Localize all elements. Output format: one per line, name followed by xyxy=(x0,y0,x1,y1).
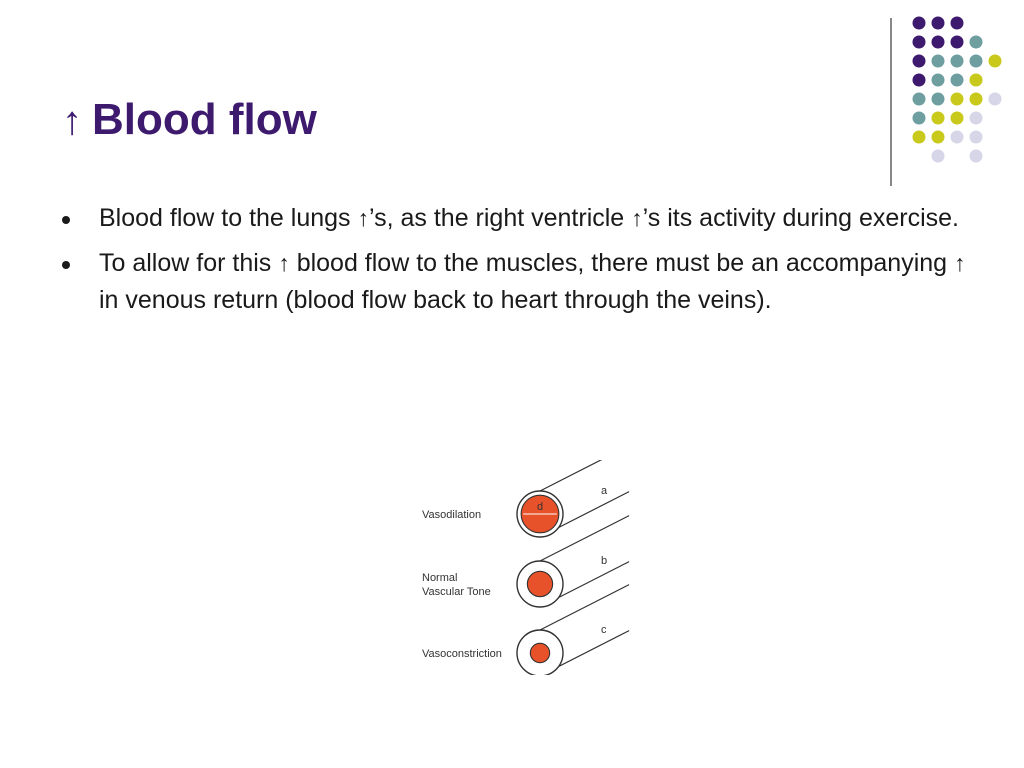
decorative-dot-grid xyxy=(912,16,1002,163)
decorative-dot xyxy=(931,111,945,125)
decorative-dot xyxy=(950,54,964,68)
up-arrow-icon: ↑ xyxy=(278,250,290,276)
decorative-dot xyxy=(931,92,945,106)
vessel-letter-label: b xyxy=(601,555,607,567)
slide-title-text: Blood flow xyxy=(92,95,317,144)
up-arrow-icon: ↑ xyxy=(631,205,643,231)
bullet-item: To allow for this ↑ blood flow to the mu… xyxy=(62,245,972,319)
decorative-dot xyxy=(950,73,964,87)
decorative-dot xyxy=(931,35,945,49)
vessel-tube-edge xyxy=(539,584,630,631)
bullet-dot xyxy=(62,216,70,224)
decorative-dot xyxy=(969,149,983,163)
vessel-lumen xyxy=(526,570,554,598)
decorative-dot xyxy=(912,54,926,68)
up-arrow-icon: ↑ xyxy=(62,99,82,143)
decorative-dot xyxy=(912,92,926,106)
decorative-dot xyxy=(969,92,983,106)
vessel-tube-edge xyxy=(539,460,603,492)
bullet-text-part: blood flow to the muscles, there must be… xyxy=(289,249,954,277)
decorative-dot xyxy=(988,54,1002,68)
decorative-dot xyxy=(969,35,983,49)
vessel-lumen xyxy=(529,642,551,664)
decorative-dot xyxy=(912,130,926,144)
vessel-state-label: Vascular Tone xyxy=(422,586,491,598)
bullet-list: Blood flow to the lungs ↑’s, as the righ… xyxy=(62,200,972,327)
decorative-dot xyxy=(931,149,945,163)
up-arrow-icon: ↑ xyxy=(357,205,370,231)
decorative-dot xyxy=(950,16,964,30)
decorative-dot xyxy=(912,16,926,30)
decorative-dot xyxy=(969,73,983,87)
decorative-dot xyxy=(969,111,983,125)
decorative-dot xyxy=(931,73,945,87)
vessel-state-label: Vasoconstriction xyxy=(422,648,502,660)
decorative-dot xyxy=(912,73,926,87)
decorative-dot xyxy=(931,16,945,30)
decorative-dot xyxy=(950,35,964,49)
decorative-dot xyxy=(950,111,964,125)
up-arrow-icon: ↑ xyxy=(954,250,966,276)
decorative-dot xyxy=(950,130,964,144)
vessel-state-label: Vasodilation xyxy=(422,509,481,521)
vessel-tube-edge xyxy=(539,515,630,562)
decorative-dot xyxy=(988,92,1002,106)
decorative-dot xyxy=(969,130,983,144)
slide-title: ↑Blood flow xyxy=(62,92,317,149)
bullet-item: Blood flow to the lungs ↑’s, as the righ… xyxy=(62,200,972,237)
bullet-text-part: Blood flow to the lungs xyxy=(99,204,358,232)
decorative-dot xyxy=(931,54,945,68)
vessel-state-label: Normal xyxy=(422,572,457,584)
decorative-dot xyxy=(950,92,964,106)
decorative-dot xyxy=(912,35,926,49)
bullet-text-part: To allow for this xyxy=(99,249,279,277)
vessel-letter-label: a xyxy=(601,485,608,497)
decorative-dot xyxy=(931,130,945,144)
decorative-dot xyxy=(969,54,983,68)
title-divider-line xyxy=(890,18,892,186)
diameter-label: d xyxy=(537,501,543,513)
decorative-dot xyxy=(912,111,926,125)
bullet-text-part: ’s its activity during exercise. xyxy=(642,204,959,232)
bullet-text-part: ’s, as the right ventricle xyxy=(369,204,632,232)
bullet-dot xyxy=(62,261,70,269)
vessel-letter-label: c xyxy=(601,624,607,636)
bullet-text-part: in venous return (blood flow back to hea… xyxy=(99,286,772,314)
